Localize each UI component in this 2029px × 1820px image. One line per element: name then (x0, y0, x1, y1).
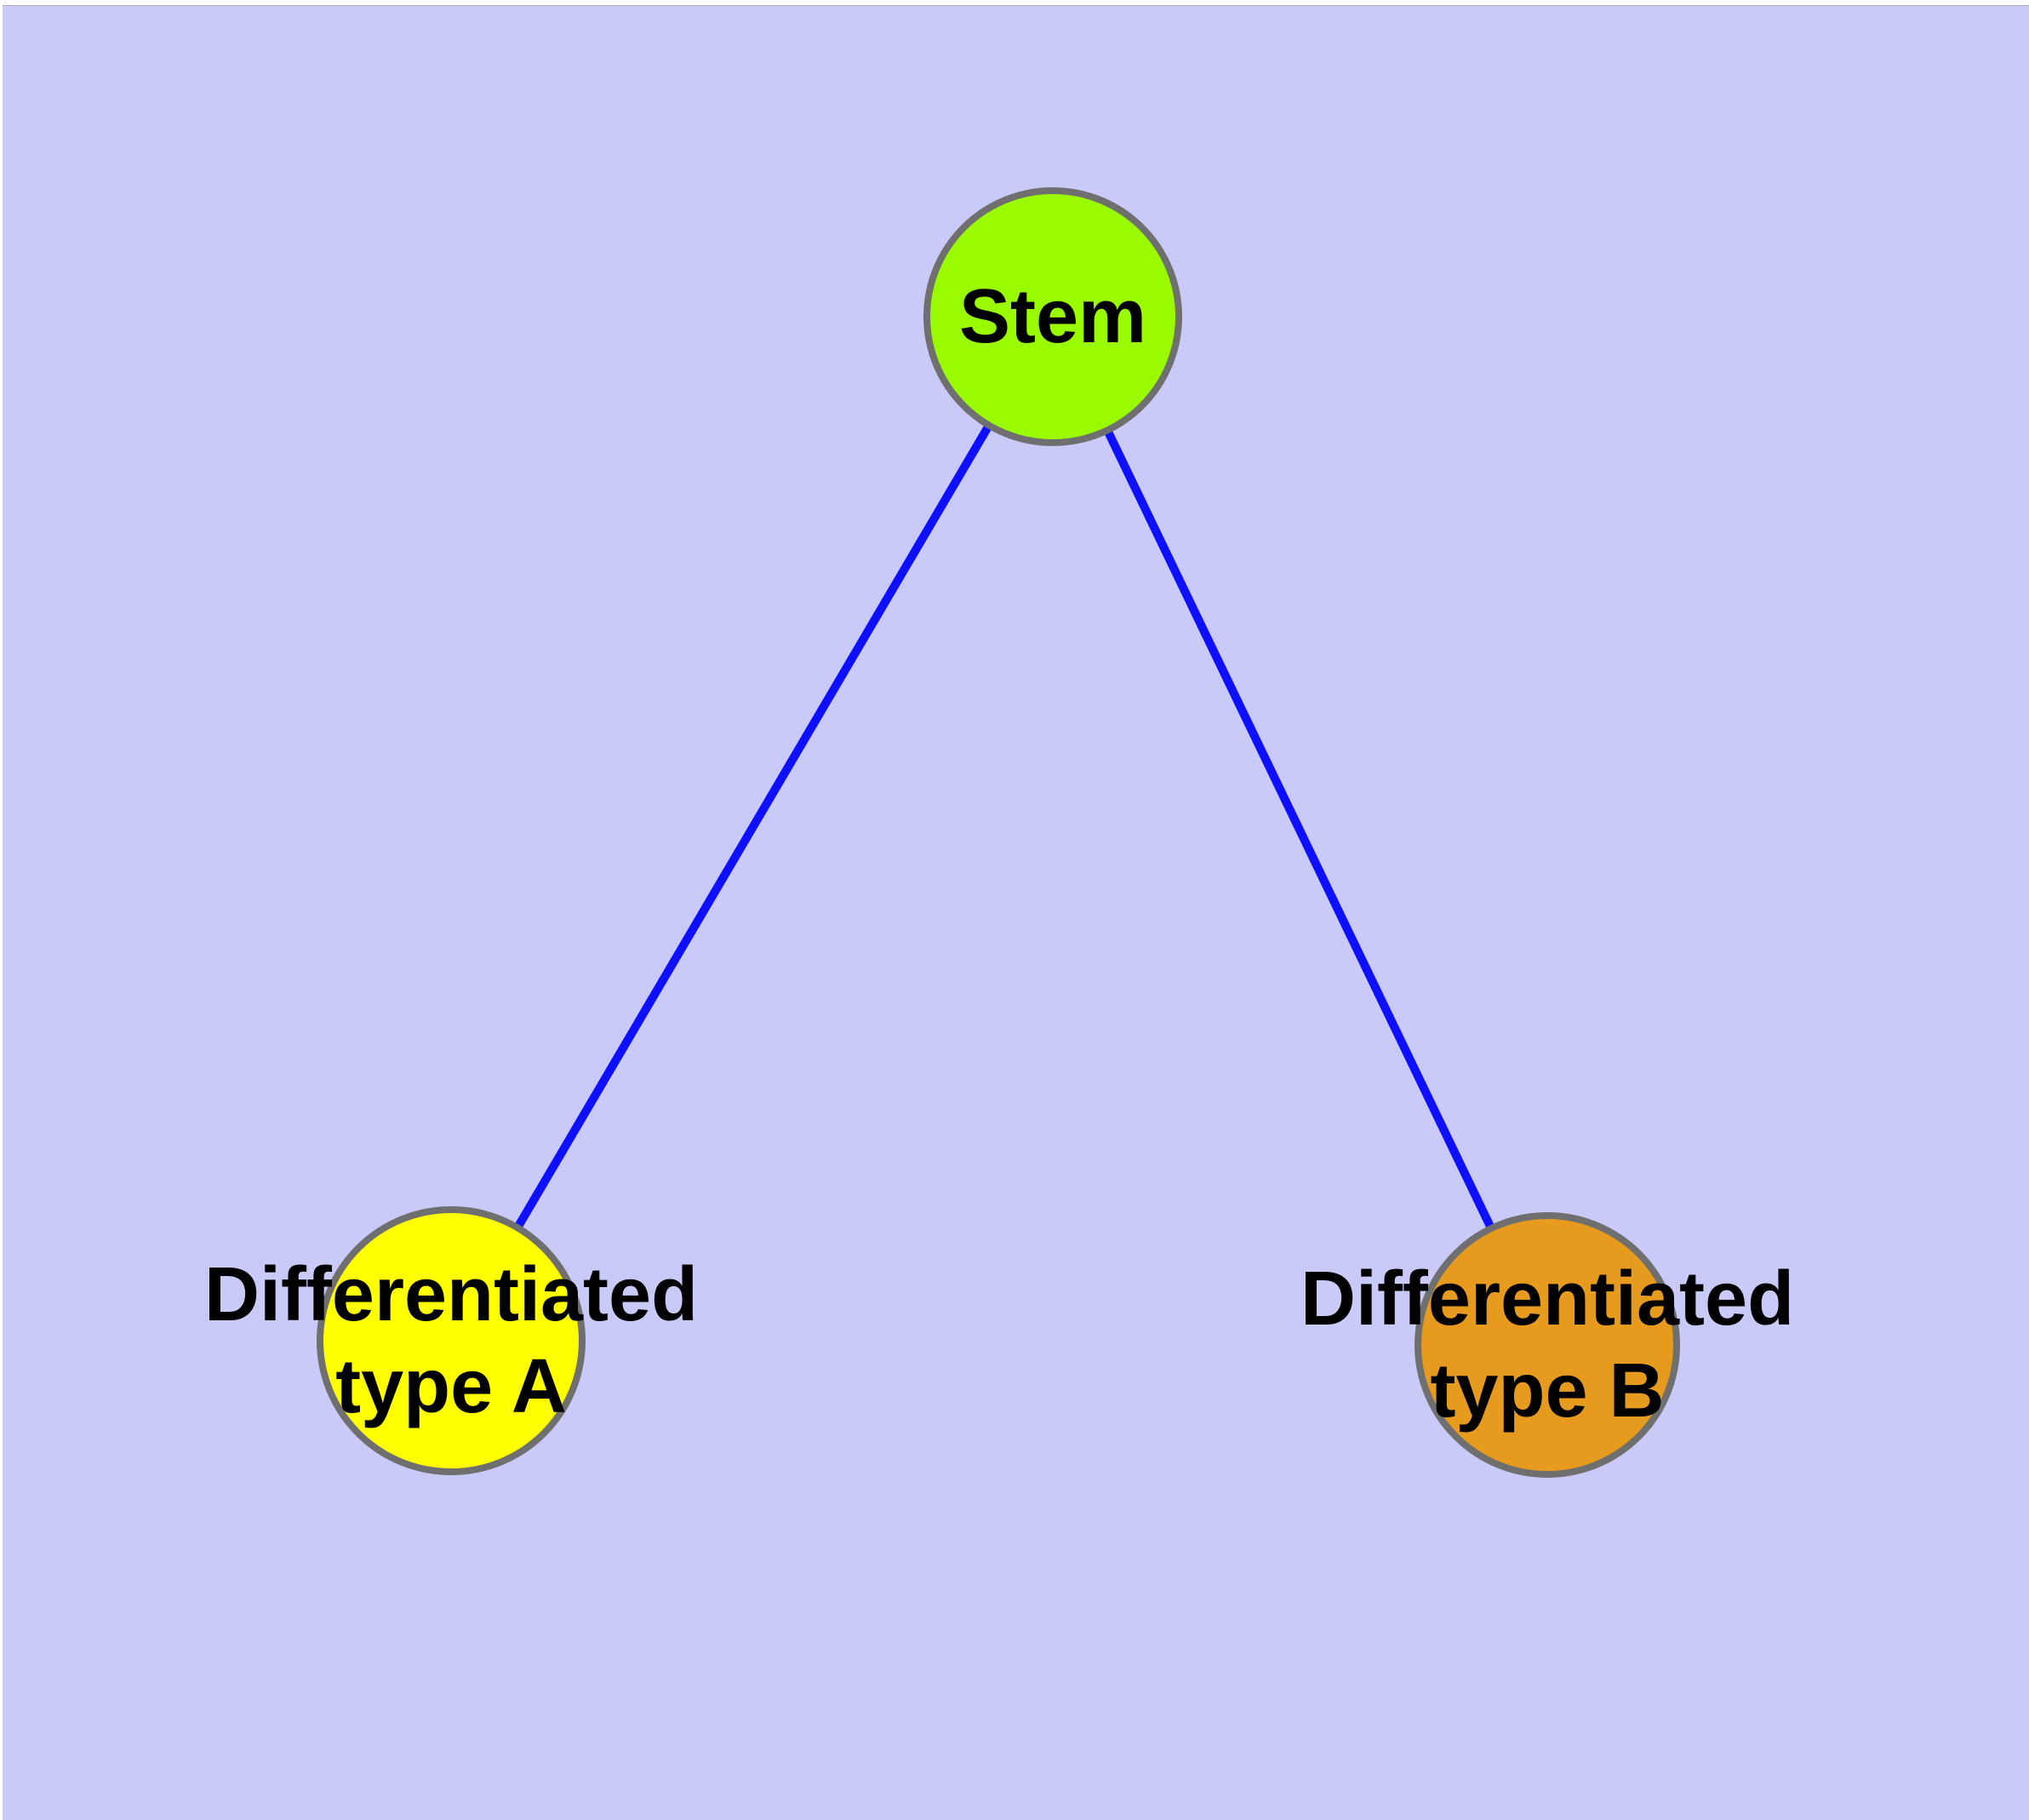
node-label-text: type B (1430, 1348, 1665, 1434)
node-stem (923, 187, 1182, 446)
node-label-text: Stem (958, 274, 1147, 359)
node-differentiated-type-b (1415, 1212, 1680, 1478)
node-label-differentiated-type-b: Differentiated type B (1300, 1253, 1794, 1437)
edge-stem-to-type-a (447, 314, 1057, 1343)
node-label-differentiated-type-a: Differentiated type A (204, 1249, 698, 1433)
node-label-text: Differentiated (1300, 1256, 1795, 1342)
node-differentiated-type-a (317, 1206, 586, 1475)
edge-stem-to-type-b (1049, 314, 1552, 1348)
node-label-text: type A (335, 1344, 567, 1429)
node-label-stem: Stem (959, 271, 1146, 363)
node-label-text: Differentiated (203, 1252, 699, 1337)
